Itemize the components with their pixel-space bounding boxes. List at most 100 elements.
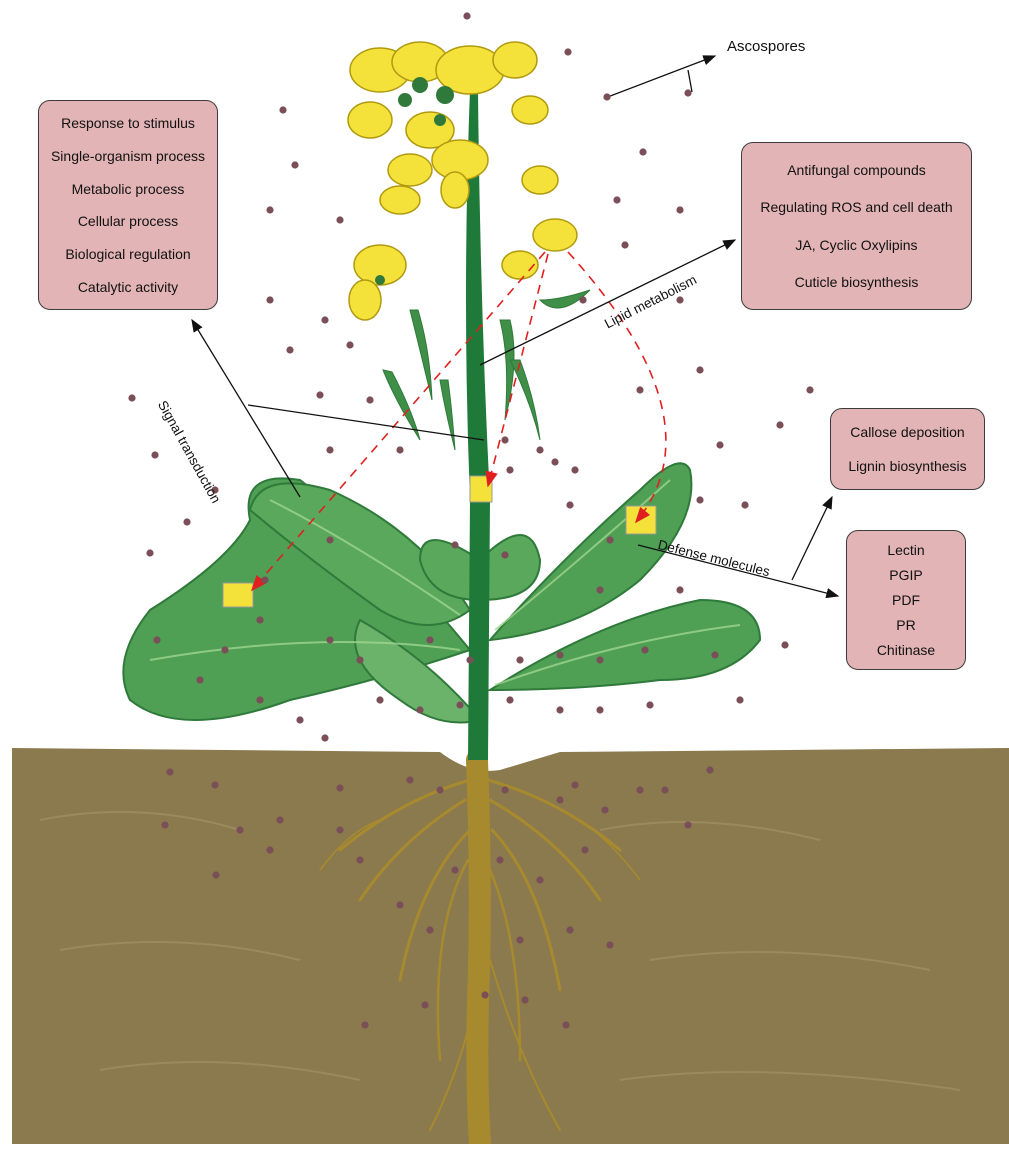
spore-dot: [261, 576, 268, 583]
spore-dot: [684, 821, 691, 828]
spore-dot: [286, 346, 293, 353]
spore-dot: [676, 296, 683, 303]
go-term: Catalytic activity: [78, 279, 178, 295]
spore-dot: [501, 436, 508, 443]
spore-dot: [279, 106, 286, 113]
spore-dot: [676, 206, 683, 213]
go-term: Single-organism process: [51, 148, 205, 164]
spore-dot: [639, 148, 646, 155]
spore-dot: [579, 296, 586, 303]
spore-dot: [571, 781, 578, 788]
spore-dot: [366, 396, 373, 403]
spore-dot: [684, 89, 691, 96]
spore-dot: [416, 706, 423, 713]
spore-dot: [521, 996, 528, 1003]
spore-dot: [463, 12, 470, 19]
spore-dot: [396, 901, 403, 908]
spore-dot: [536, 446, 543, 453]
defense-molecule: Chitinase: [877, 642, 935, 658]
lipid-functions-box: Antifungal compounds Regulating ROS and …: [741, 142, 972, 310]
spore-dot: [336, 784, 343, 791]
spore-dot: [326, 636, 333, 643]
spore-dot: [661, 786, 668, 793]
spore-dot: [596, 656, 603, 663]
spore-dot: [211, 781, 218, 788]
spore-dot: [396, 446, 403, 453]
spore-dot: [266, 846, 273, 853]
spore-dot: [356, 856, 363, 863]
spore-dot: [196, 676, 203, 683]
lipid-function: Regulating ROS and cell death: [760, 199, 952, 215]
spore-dot: [376, 696, 383, 703]
spore-dot: [276, 816, 283, 823]
spore-dot: [221, 646, 228, 653]
spore-dot: [426, 636, 433, 643]
spore-dot: [506, 466, 513, 473]
spore-dot: [436, 786, 443, 793]
go-term: Biological regulation: [65, 246, 190, 262]
spore-dot: [646, 701, 653, 708]
spore-dot: [451, 866, 458, 873]
spore-dot: [571, 466, 578, 473]
spore-dot: [146, 549, 153, 556]
cell-wall-item: Lignin biosynthesis: [848, 458, 966, 474]
spore-dot: [706, 766, 713, 773]
spore-dot: [556, 796, 563, 803]
spore-dot: [676, 586, 683, 593]
spore-dot: [236, 826, 243, 833]
spore-dot: [806, 386, 813, 393]
spore-dot: [566, 926, 573, 933]
spore-dot: [166, 768, 173, 775]
spore-dot: [356, 656, 363, 663]
spore-dot: [566, 501, 573, 508]
spore-dot: [696, 366, 703, 373]
spore-dot: [212, 871, 219, 878]
spore-dot: [466, 656, 473, 663]
defense-molecule: PR: [896, 617, 915, 633]
cell-wall-item: Callose deposition: [850, 424, 964, 440]
spore-dot: [711, 651, 718, 658]
spore-dot: [161, 821, 168, 828]
go-term: Response to stimulus: [61, 115, 195, 131]
spore-dot: [741, 501, 748, 508]
spore-dot: [128, 394, 135, 401]
spore-dot: [346, 341, 353, 348]
spore-dot: [316, 391, 323, 398]
spore-dot: [496, 856, 503, 863]
spore-dot: [266, 206, 273, 213]
spore-dot: [716, 441, 723, 448]
spore-dot: [266, 296, 273, 303]
defense-molecules-box: Lectin PGIP PDF PR Chitinase: [846, 530, 966, 670]
defense-molecule: Lectin: [887, 542, 924, 558]
spore-dot: [596, 586, 603, 593]
spore-dot: [501, 551, 508, 558]
spore-dot: [606, 536, 613, 543]
spore-dot: [426, 926, 433, 933]
ascospores-label: Ascospores: [727, 38, 805, 55]
spore-dot: [603, 93, 610, 100]
spore-dot: [613, 196, 620, 203]
spore-dot: [601, 806, 608, 813]
spore-dot: [291, 161, 298, 168]
spore-dot: [736, 696, 743, 703]
spore-dot: [581, 846, 588, 853]
spore-dot: [606, 941, 613, 948]
spore-dot: [183, 518, 190, 525]
go-term: Metabolic process: [72, 181, 185, 197]
spore-dot: [336, 826, 343, 833]
spore-dot: [321, 316, 328, 323]
spore-dot: [551, 458, 558, 465]
spore-dot: [321, 734, 328, 741]
spore-dot: [776, 421, 783, 428]
leaves: [123, 463, 760, 722]
spore-dot: [556, 706, 563, 713]
spore-dot: [696, 496, 703, 503]
spore-dot: [621, 241, 628, 248]
spore-dot: [636, 786, 643, 793]
spore-dot: [516, 656, 523, 663]
spore-dot: [781, 641, 788, 648]
spore-dot: [451, 541, 458, 548]
spore-dot: [256, 616, 263, 623]
spore-dot: [421, 1001, 428, 1008]
